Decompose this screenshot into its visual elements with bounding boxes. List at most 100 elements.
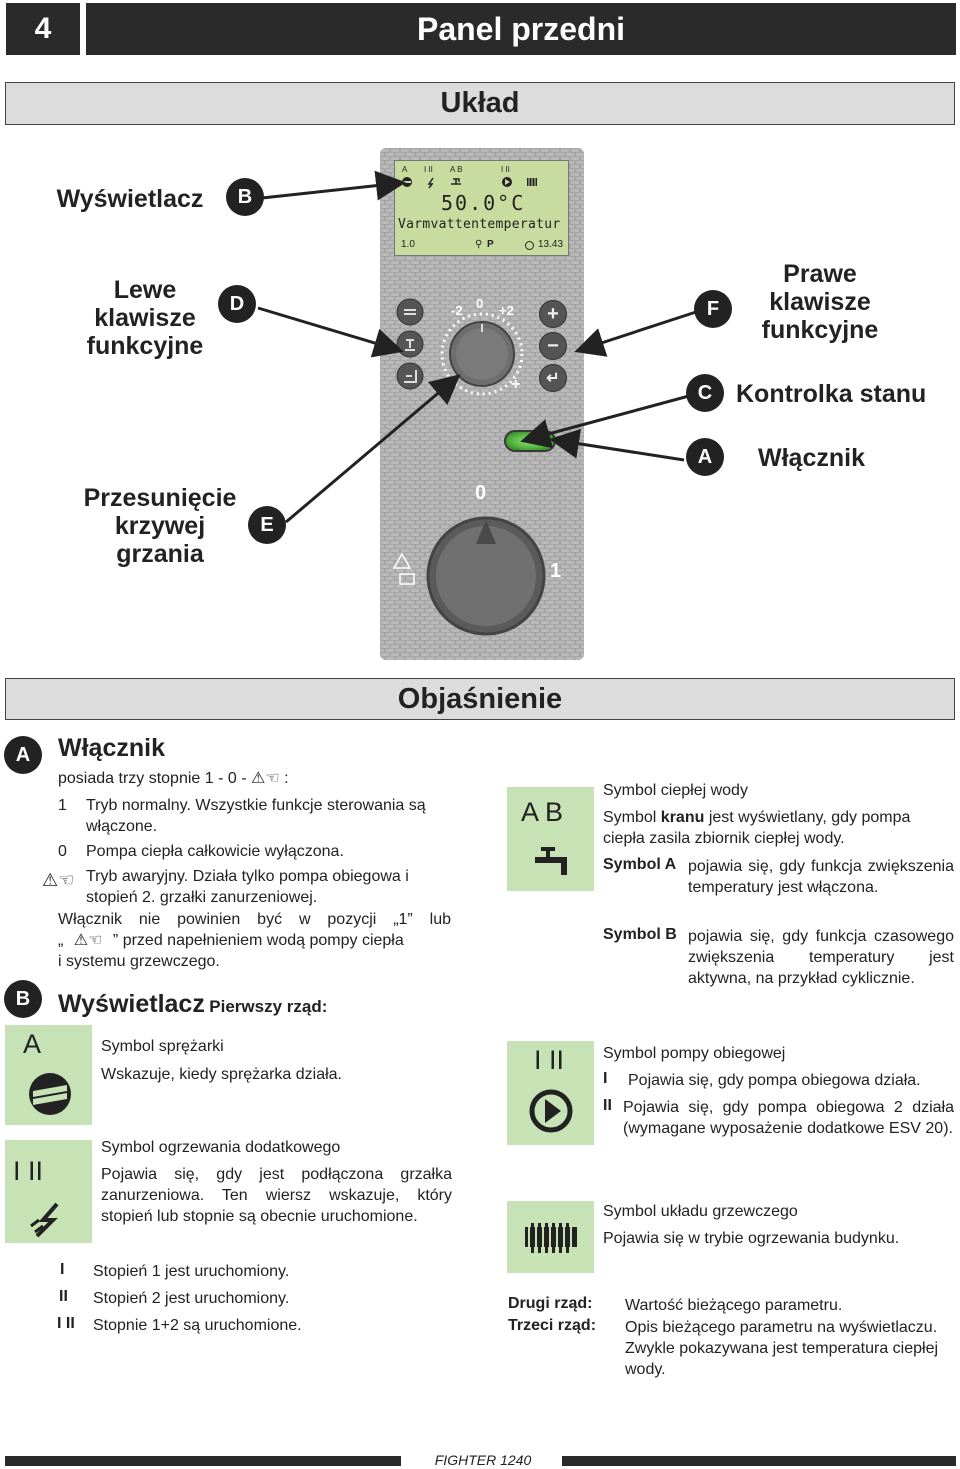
item-text-0: Pompa ciepła całkowicie wyłączona. (86, 843, 344, 860)
hotwater-title: Symbol ciepłej wody (603, 782, 748, 799)
tap-pre: Symbol (603, 809, 661, 826)
row2-text: Wartość bieżącego parametru. (625, 1297, 843, 1314)
emergency-mode-icon-small: ⚠☜ (42, 870, 75, 890)
lcd-parameter: Varmvattentemperatur (398, 217, 561, 232)
callout-left-keys-text: Lewe klawisze funkcyjne (86, 276, 204, 360)
section-b-title-text: Wyświetlacz (58, 990, 205, 1018)
tap-icon (535, 847, 567, 875)
section-title-explanation: Objaśnienie (5, 678, 955, 720)
left-key-3[interactable] (396, 362, 424, 390)
compressor-symbol-box: A (5, 1025, 92, 1125)
page-title: Panel przedni (86, 3, 956, 55)
control-panel: A I II A B I II 50.0°C Varmvattentempera… (380, 148, 584, 660)
pump-ii-text: Pojawia się, gdy pompa obiegowa 2 działa… (623, 1099, 954, 1137)
stage-key-1: I (60, 1261, 65, 1278)
main-switch-knob[interactable] (424, 514, 548, 638)
tap-post: jest wyświetlany, gdy pompa ciepła zasil… (603, 809, 911, 847)
section-a-marker: A (4, 736, 42, 774)
switch-label-one: 1 (550, 560, 562, 582)
curve-offset-dial[interactable] (440, 312, 524, 396)
callout-right-keys-text: Prawe klawisze funkcyjne (761, 260, 879, 344)
pump-icon (529, 1089, 573, 1133)
stage-text-12: Stopnie 1+2 są uruchomione. (93, 1317, 302, 1334)
callout-arrows (257, 170, 701, 524)
section-a-intro: posiada trzy stopnie 1 - 0 - ⚠☜ : (58, 768, 289, 789)
stage-text-2: Stopień 2 jest uruchomiony. (93, 1290, 290, 1307)
heating-title: Symbol układu grzewczego (603, 1203, 798, 1220)
warning-line-4: i systemu grzewczego. (58, 953, 220, 970)
intro-text: posiada trzy stopnie 1 - 0 - (58, 770, 247, 787)
pump-i-key: I (603, 1070, 608, 1087)
hotwater-symbol-box: A B (507, 787, 594, 891)
heater-title: Symbol ogrzewania dodatkowego (101, 1139, 341, 1156)
warning-line-2: „ ⚠☜ ” przed napełnieniem wodą pompy cie… (58, 930, 451, 951)
hotwater-line1: Symbol kranu jest wyświetlany, gdy pompa… (603, 807, 954, 849)
pump-ii-key: II (603, 1097, 612, 1114)
warning-text: ” przed napełnieniem wodą pompy ciepła (112, 932, 404, 949)
lcd-time: 13.43 (538, 239, 564, 250)
callout-a-marker: A (686, 438, 724, 476)
footer-bar-left (5, 1456, 401, 1466)
lcd-label-heater: I II (424, 165, 433, 174)
pump-symbol-box: I II (507, 1041, 594, 1145)
quote-open: „ (58, 932, 64, 949)
heater-symbol-box: I II (5, 1140, 92, 1243)
emergency-icon: ⚠☜ (251, 770, 280, 787)
lcd-key-icon: ⚲ (475, 239, 483, 250)
lcd-label-a: A (402, 165, 408, 174)
section-a-title: Włącznik (58, 734, 165, 762)
section-title-layout: Układ (5, 82, 955, 125)
section-b-subtitle: Pierwszy rząd: (209, 997, 328, 1016)
heating-symbol-box (507, 1201, 594, 1273)
stage-key-2: II (59, 1288, 68, 1305)
heater-icon (30, 1202, 59, 1238)
enter-button[interactable]: ↵ (539, 364, 567, 392)
pump-label: I II (534, 1045, 565, 1075)
row2-key: Drugi rząd: (508, 1295, 593, 1312)
plus-button[interactable]: + (539, 300, 567, 328)
dial-label-zero: 0 (476, 296, 484, 311)
dial-label-minus2: -2 (451, 303, 463, 318)
tap-bold: kranu (660, 809, 705, 826)
pump-i-text: Pojawia się, gdy pompa obiegowa działa. (628, 1072, 921, 1089)
intro-end: : (284, 770, 289, 787)
footer-bar-right (562, 1456, 956, 1466)
lcd-label-ab: A B (450, 165, 463, 174)
emergency-mode-icon (392, 552, 415, 585)
panel-texture (380, 148, 584, 660)
item-key-1: 1 (58, 797, 67, 814)
compressor-desc: Wskazuje, kiedy sprężarka działa. (101, 1066, 342, 1083)
left-key-1[interactable] (396, 298, 424, 326)
minus-button[interactable]: − (539, 332, 567, 360)
lcd-mid-value: P (487, 239, 494, 250)
callout-curve-text: Przesunięcie krzywej grzania (83, 484, 237, 568)
dial-label-plus2: +2 (499, 303, 514, 318)
callout-c-marker: C (686, 374, 724, 412)
section-b-marker: B (4, 980, 42, 1018)
footer-model: FIGHTER 1240 (434, 1452, 532, 1468)
callout-display-text: Wyświetlacz (56, 185, 204, 213)
callout-f-marker: F (694, 290, 732, 328)
row3-text: Opis bieżącego parametru na wyświetlaczu… (625, 1319, 939, 1378)
symbol-b-text: pojawia się, gdy funkcja czasowego zwięk… (688, 928, 954, 987)
symbol-a-key: Symbol A (603, 856, 677, 873)
emergency-icon-inline: ⚠☜ (73, 932, 103, 949)
lcd-display: A I II A B I II 50.0°C Varmvattentempera… (394, 160, 569, 256)
lcd-temperature: 50.0°C (441, 191, 526, 215)
section-b-title: Wyświetlacz Pierwszy rząd: (58, 990, 327, 1019)
warning-line-1: Włącznik nie powinien być w pozycji „1” … (58, 911, 451, 928)
callout-status-text: Kontrolka stanu (736, 380, 927, 408)
symbol-a-text: pojawia się, gdy funkcja zwiększenia tem… (688, 858, 954, 896)
hotwater-label: A B (521, 797, 564, 827)
compressor-label: A (23, 1029, 42, 1059)
symbol-b-key: Symbol B (603, 926, 677, 943)
item-text-emergency: Tryb awaryjny. Działa tylko pompa obiego… (86, 868, 409, 906)
dial-label-plus: + (511, 376, 521, 393)
lcd-left-value: 1.0 (401, 239, 415, 250)
callout-e-marker: E (248, 506, 286, 544)
compressor-title: Symbol sprężarki (101, 1038, 224, 1055)
radiator-icon (525, 1223, 577, 1253)
stage-key-12: I II (57, 1315, 75, 1332)
heater-label: I II (13, 1156, 44, 1186)
heating-desc: Pojawia się w trybie ogrzewania budynku. (603, 1230, 900, 1247)
